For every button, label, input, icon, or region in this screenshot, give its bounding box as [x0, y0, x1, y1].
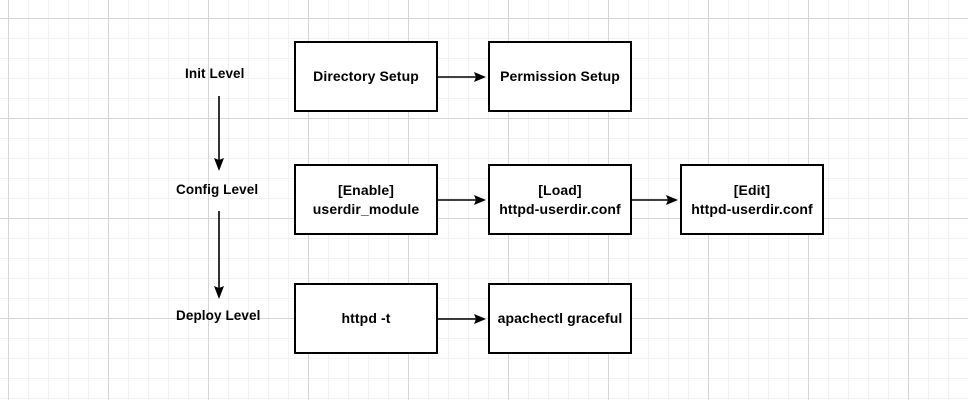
edge-httpd-to-apachectl	[438, 314, 486, 324]
level-label-config: Config Level	[176, 182, 259, 197]
node-permission-setup[interactable]: Permission Setup	[488, 41, 632, 112]
edge-directory-to-permission	[438, 72, 486, 82]
level-label-init: Init Level	[185, 66, 245, 81]
edge-config-to-deploy	[214, 211, 224, 299]
node-apachectl-graceful[interactable]: apachectl graceful	[488, 283, 632, 354]
node-load-httpd-userdir-conf[interactable]: [Load] httpd-userdir.conf	[488, 164, 632, 235]
node-httpd-t[interactable]: httpd -t	[294, 283, 438, 354]
node-enable-userdir-module[interactable]: [Enable] userdir_module	[294, 164, 438, 235]
edge-init-to-config	[214, 96, 224, 171]
level-label-deploy: Deploy Level	[176, 308, 261, 323]
node-directory-setup[interactable]: Directory Setup	[294, 41, 438, 112]
edge-enable-to-load	[438, 195, 486, 205]
node-edit-httpd-userdir-conf[interactable]: [Edit] httpd-userdir.conf	[680, 164, 824, 235]
edge-load-to-edit	[632, 195, 678, 205]
